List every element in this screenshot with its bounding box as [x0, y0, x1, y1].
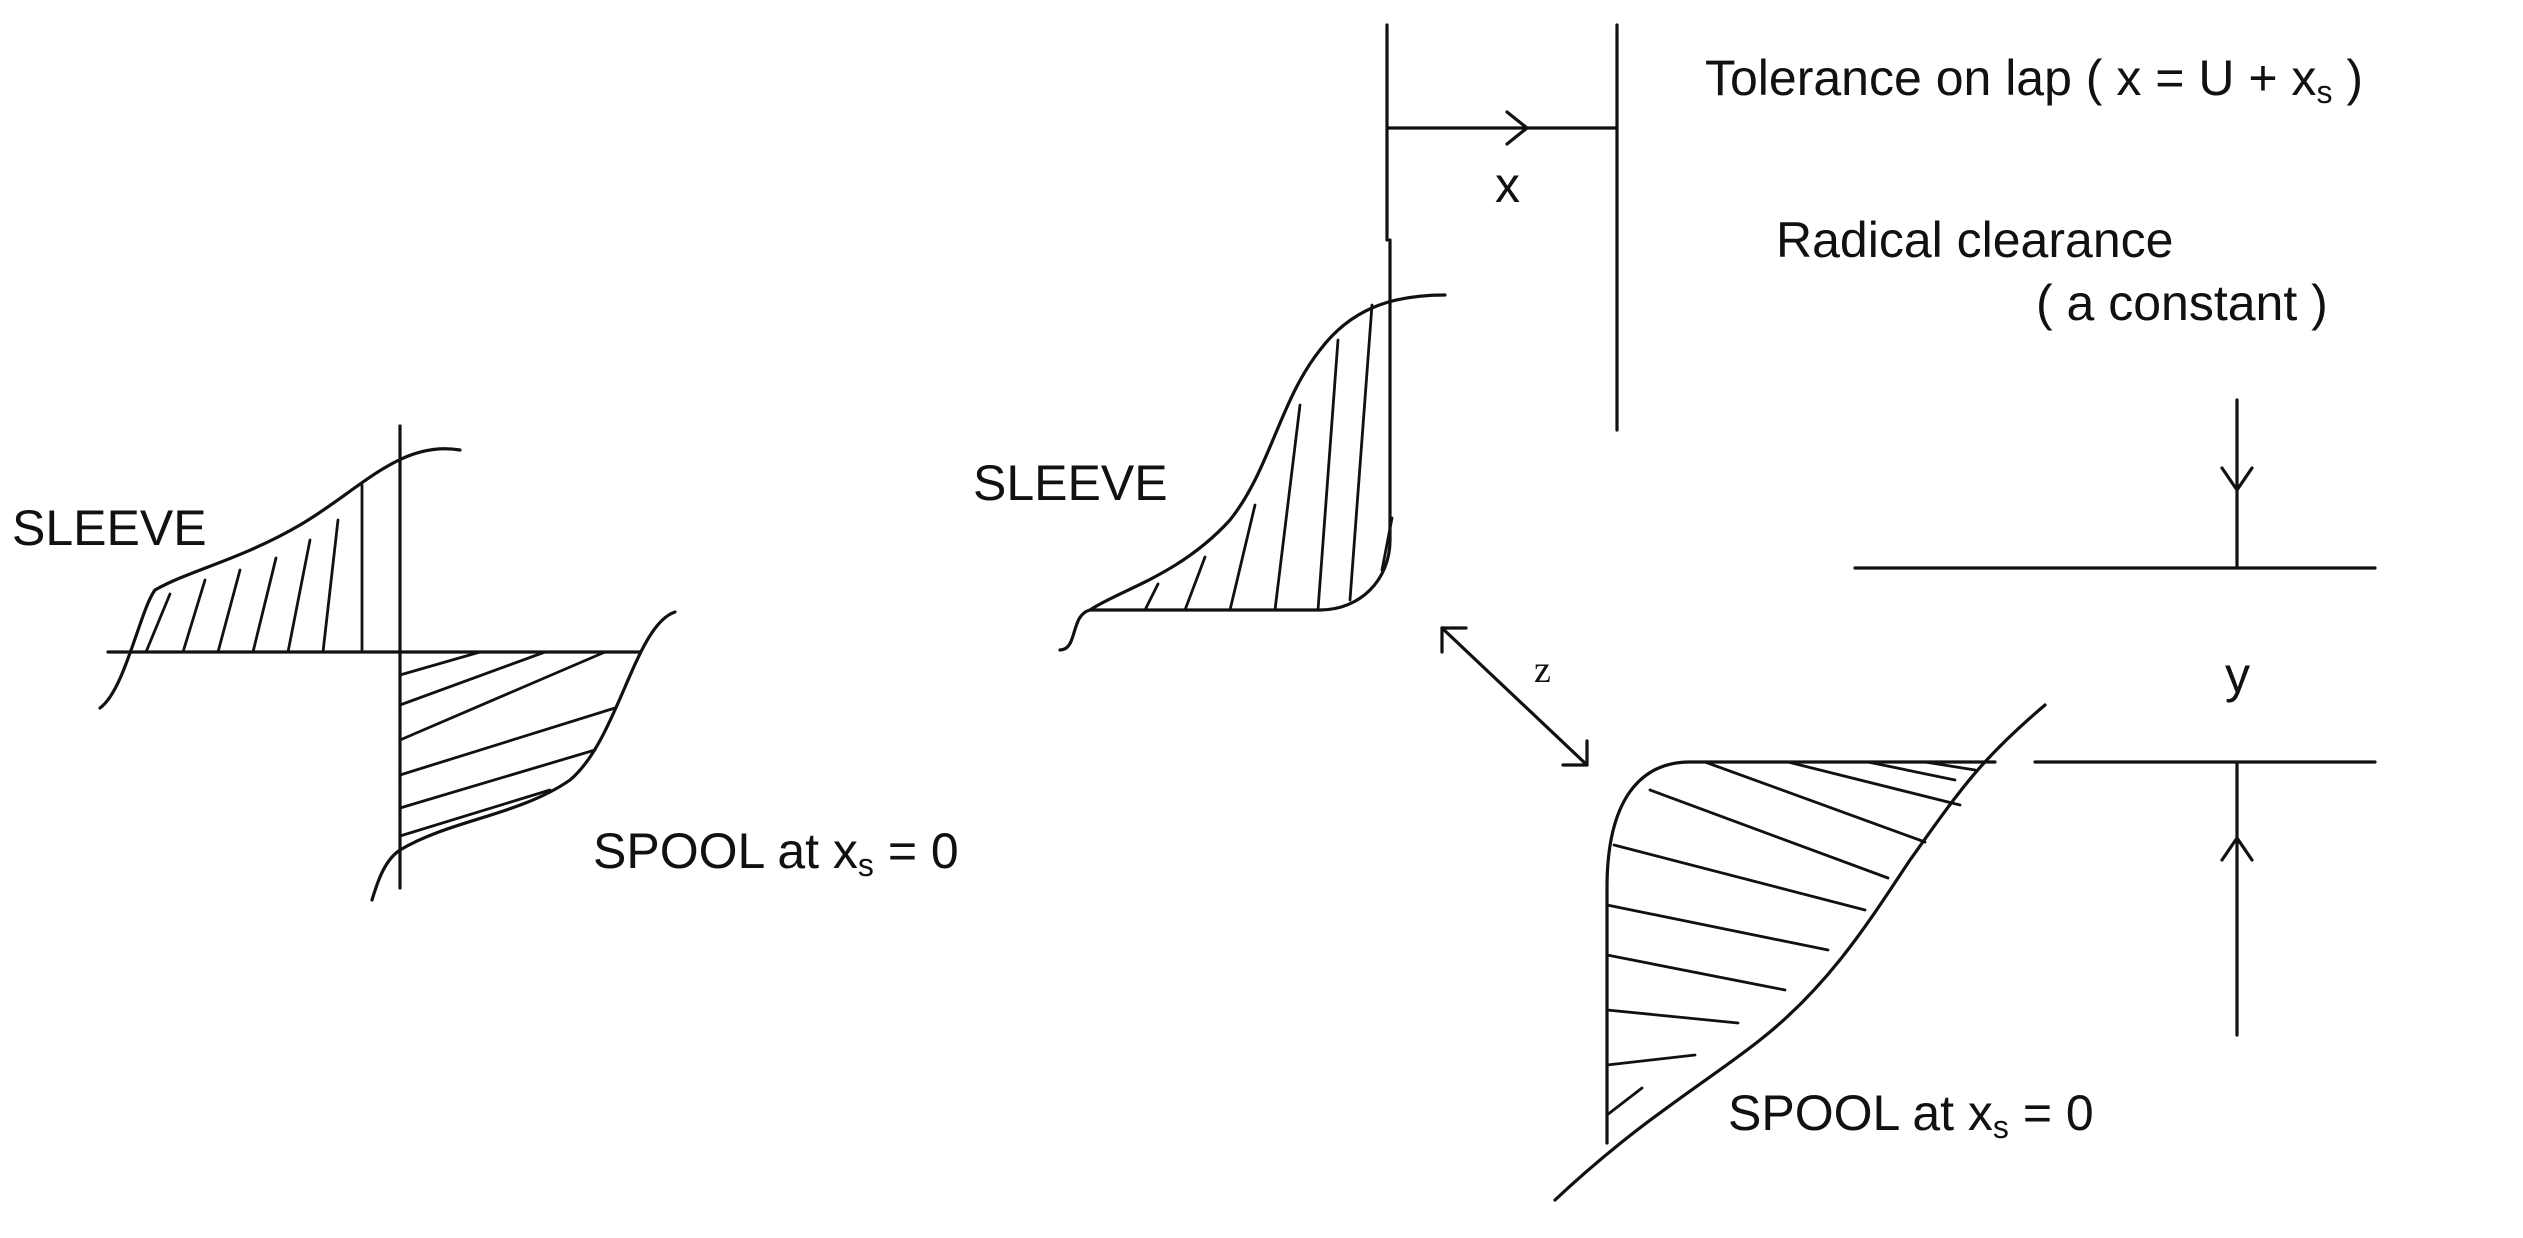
right-spool-label: SPOOL at xs = 0	[1728, 1085, 2094, 1145]
z-double-arrow	[1440, 626, 1589, 767]
z-arrowhead-bottom-icon	[1561, 739, 1589, 767]
left-figure: SLEEVE SPOOL at xs = 0	[12, 424, 959, 902]
right-figure: y SPOOL at xs = 0 Tolerance on lap ( x =…	[1553, 50, 2377, 1202]
radical-clearance-label: Radical clearance	[1776, 212, 2173, 268]
right-spool-face-contour	[1605, 760, 1997, 1145]
left-spool-hatch	[398, 650, 617, 838]
y-clearance-label: y	[2225, 647, 2250, 703]
z-arrowhead-top-icon	[1440, 626, 1468, 654]
left-sleeve-hatch	[144, 483, 364, 654]
right-spool-hatch	[1605, 760, 1977, 1117]
clearance-lower-arrowhead-icon	[2220, 836, 2254, 862]
left-sleeve-label: SLEEVE	[12, 500, 207, 556]
middle-sleeve-hatch	[1143, 303, 1394, 612]
middle-sleeve-bottom-contour	[1088, 538, 1392, 612]
left-sleeve-contour	[98, 447, 462, 710]
clearance-upper-arrowhead-icon	[2220, 466, 2254, 492]
x-arrowhead-icon	[1505, 110, 1529, 146]
right-spool-contour	[1553, 703, 2047, 1202]
tolerance-label: Tolerance on lap ( x = U + xs )	[1705, 50, 2363, 110]
a-constant-label: ( a constant )	[2036, 275, 2328, 331]
left-spool-label: SPOOL at xs = 0	[593, 823, 959, 883]
x-dimension-label: x	[1495, 157, 1520, 213]
middle-figure: x SLEEVE z	[973, 23, 1619, 767]
left-spool-contour	[370, 610, 677, 902]
middle-sleeve-label: SLEEVE	[973, 455, 1168, 511]
z-label: z	[1534, 649, 1551, 691]
